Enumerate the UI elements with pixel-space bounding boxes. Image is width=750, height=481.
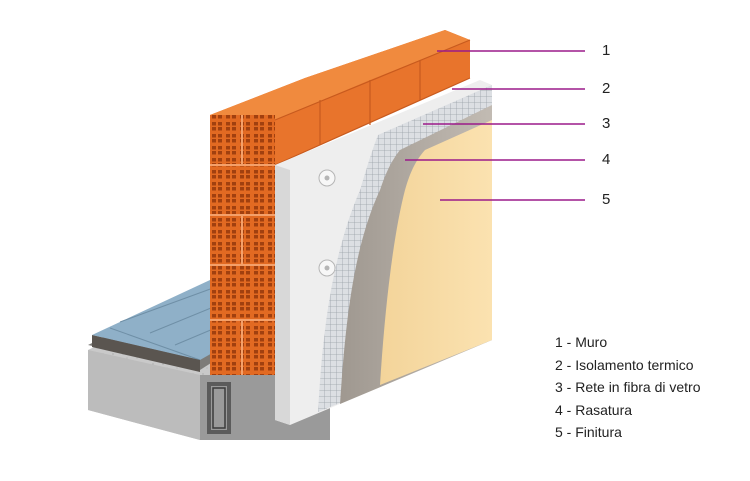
callout-number-1: 1 (602, 42, 611, 59)
leader-lines (405, 50, 585, 201)
legend-item-isolamento-termico: 2 - Isolamento termico (555, 356, 694, 373)
legend: 1 - Muro 2 - Isolamento termico 3 - Rete… (555, 333, 701, 446)
legend-item-rasatura: 4 - Rasatura (555, 401, 633, 418)
callout-number-3: 3 (602, 115, 611, 132)
legend-item-finitura: 5 - Finitura (555, 424, 622, 440)
callout-number-4: 4 (602, 151, 611, 168)
rebar-detail (207, 382, 231, 434)
callout-number-2: 2 (602, 80, 611, 97)
legend-item-rete-in-fibra-di-vetro: 3 - Rete in fibra di vetro (555, 379, 701, 395)
legend-item-muro: 1 - Muro (555, 334, 608, 350)
finish-layer (380, 120, 492, 385)
callout-number-5: 5 (602, 191, 611, 208)
